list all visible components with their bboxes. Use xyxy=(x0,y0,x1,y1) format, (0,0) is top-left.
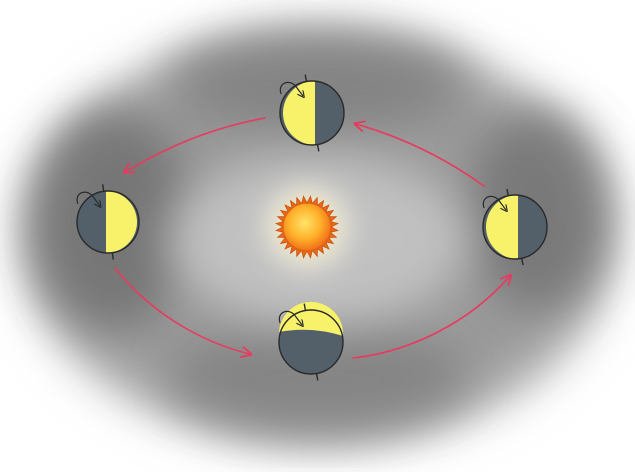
earth-left-axis-south xyxy=(112,253,113,260)
earth-left-axis-north xyxy=(103,184,104,191)
sun xyxy=(255,175,359,279)
